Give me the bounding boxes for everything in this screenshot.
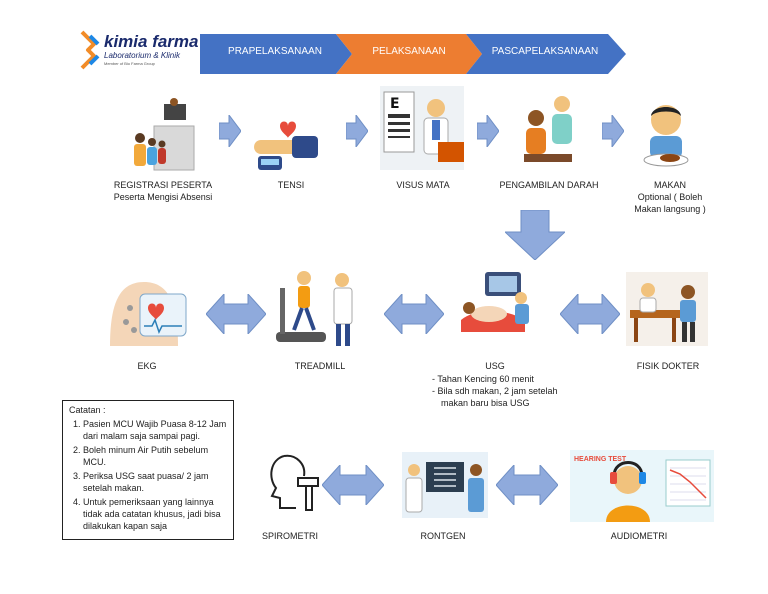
makan-desc-1: Optional ( Boleh bbox=[637, 192, 703, 202]
pengambilan-darah-title: PENGAMBILAN DARAH bbox=[499, 180, 599, 190]
makan-desc-2: Makan langsung ) bbox=[634, 204, 706, 214]
fisik-dokter-title: FISIK DOKTER bbox=[636, 361, 700, 371]
kimia-farma-logo-icon bbox=[80, 30, 100, 70]
flow-arrow-double-4 bbox=[322, 465, 384, 505]
spirometri-illustration bbox=[270, 454, 319, 511]
registrasi-desc: Peserta Mengisi Absensi bbox=[113, 192, 213, 202]
flow-arrow-right-2 bbox=[346, 115, 368, 147]
visus-title: VISUS MATA bbox=[396, 180, 450, 190]
phase-label-pra: PRAPELAKSANAAN bbox=[228, 46, 322, 57]
usg-note-3: makan baru bisa USG bbox=[441, 398, 530, 408]
tensi-title: TENSI bbox=[277, 180, 305, 190]
flow-arrow-down bbox=[505, 210, 565, 260]
catatan-item: Boleh minum Air Putih sebelum MCU. bbox=[83, 444, 227, 468]
phase-segment-pasca bbox=[466, 34, 626, 74]
catatan-title: Catatan : bbox=[69, 405, 106, 415]
treadmill-title: TREADMILL bbox=[294, 361, 346, 371]
catatan-list: Pasien MCU Wajib Puasa 8-12 Jam dari mal… bbox=[69, 418, 227, 532]
ekg-title: EKG bbox=[137, 361, 157, 371]
audiometri-title: AUDIOMETRI bbox=[610, 531, 668, 541]
phase-label-pelaksanaan: PELAKSANAAN bbox=[372, 46, 446, 57]
visus-mata-illustration: E bbox=[380, 86, 464, 170]
phase-bar: PRAPELAKSANAAN PELAKSANAAN PASCAPELAKSAN… bbox=[200, 34, 626, 74]
phase-segment-pra bbox=[200, 34, 352, 74]
usg-note-2: - Bila sdh makan, 2 jam setelah bbox=[432, 386, 558, 396]
pengambilan-darah-illustration bbox=[524, 96, 572, 162]
catatan-item: Periksa USG saat puasa/ 2 jam setelah ma… bbox=[83, 470, 227, 494]
usg-illustration bbox=[461, 272, 529, 332]
catatan-box: Catatan : Pasien MCU Wajib Puasa 8-12 Ja… bbox=[62, 400, 234, 540]
logo-subtitle: Laboratorium & Klinik bbox=[104, 51, 181, 60]
usg-note-1: - Tahan Kencing 60 menit bbox=[432, 374, 534, 384]
phase-segment-pelaksanaan bbox=[336, 34, 482, 74]
treadmill-illustration bbox=[276, 271, 353, 346]
flow-arrow-double-2 bbox=[384, 294, 444, 334]
catatan-item: Pasien MCU Wajib Puasa 8-12 Jam dari mal… bbox=[83, 418, 227, 442]
logo-name: kimia farma bbox=[104, 32, 199, 51]
ekg-illustration bbox=[110, 282, 187, 346]
makan-title: MAKAN bbox=[653, 180, 686, 190]
logo-tagline: Member of Bio Farma Group bbox=[104, 61, 155, 66]
flow-arrow-right-4 bbox=[602, 115, 624, 147]
spirometri-title: SPIROMETRI bbox=[261, 531, 318, 541]
catatan-item: Untuk pemeriksaan yang lainnya tidak ada… bbox=[83, 496, 227, 532]
flow-arrow-right-3 bbox=[477, 115, 499, 147]
registrasi-title: REGISTRASI PESERTA bbox=[113, 180, 213, 190]
audiometri-illustration bbox=[570, 450, 714, 522]
svg-text:E: E bbox=[390, 96, 400, 112]
makan-illustration bbox=[643, 105, 689, 167]
flow-arrow-double-5 bbox=[496, 465, 558, 505]
fisik-dokter-illustration bbox=[626, 272, 708, 346]
tensi-illustration bbox=[254, 121, 318, 170]
registrasi-illustration bbox=[134, 98, 195, 171]
flow-arrow-right-1 bbox=[219, 115, 241, 147]
phase-label-pasca: PASCAPELAKSANAAN bbox=[491, 46, 599, 57]
usg-title: USG bbox=[485, 361, 505, 371]
rontgen-title: RONTGEN bbox=[420, 531, 466, 541]
rontgen-illustration bbox=[402, 452, 488, 518]
flow-arrow-double-1 bbox=[206, 294, 266, 334]
hearing-test-text: HEARING TEST bbox=[574, 456, 627, 463]
flow-arrow-double-3 bbox=[560, 294, 620, 334]
